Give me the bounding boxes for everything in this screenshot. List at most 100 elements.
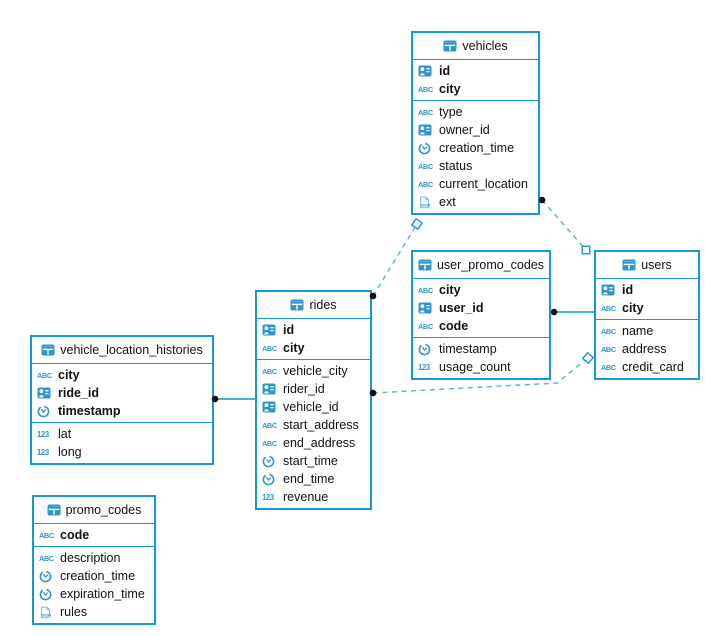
table-header[interactable]: vehicle_location_histories <box>32 337 212 364</box>
person-card-icon <box>418 124 436 136</box>
column-name: long <box>58 445 82 459</box>
column-name: current_location <box>439 177 528 191</box>
column-row[interactable]: expiration_time <box>34 585 154 603</box>
column-row[interactable]: ABC city <box>413 281 549 299</box>
abc-icon: ABC <box>262 343 280 353</box>
json-icon: JSON <box>418 196 436 209</box>
column-name: city <box>439 283 461 297</box>
svg-text:JSON: JSON <box>41 612 51 617</box>
column-name: creation_time <box>60 569 136 583</box>
column-row[interactable]: user_id <box>413 299 549 317</box>
abc-icon: ABC <box>262 366 280 376</box>
column-name: city <box>439 82 461 96</box>
svg-text:ABC: ABC <box>418 162 434 171</box>
table-icon <box>443 40 457 52</box>
person-card-icon <box>418 65 436 77</box>
table-header[interactable]: users <box>596 252 698 279</box>
relationship-target-marker <box>581 245 591 255</box>
column-name: type <box>439 105 463 119</box>
abc-icon: ABC <box>601 303 619 313</box>
column-row[interactable]: owner_id <box>413 121 538 139</box>
abc-icon: ABC <box>601 326 619 336</box>
column-row[interactable]: timestamp <box>32 402 212 420</box>
svg-text:ABC: ABC <box>39 554 55 563</box>
column-row[interactable]: ride_id <box>32 384 212 402</box>
column-name: code <box>439 319 469 333</box>
column-row[interactable]: timestamp <box>413 340 549 358</box>
column-name: ride_id <box>58 386 99 400</box>
column-row[interactable]: id <box>257 321 370 339</box>
column-row[interactable]: ABC code <box>413 317 549 335</box>
column-row[interactable]: creation_time <box>34 567 154 585</box>
table-title: users <box>641 258 672 272</box>
table-title: vehicle_location_histories <box>60 343 203 357</box>
table-icon <box>41 344 55 356</box>
123-icon: 123 <box>37 447 55 457</box>
clock-icon <box>39 570 57 583</box>
column-row[interactable]: end_time <box>257 470 370 488</box>
table-header[interactable]: rides <box>257 292 370 319</box>
relationship-target-marker <box>410 217 424 231</box>
column-name: id <box>622 283 634 297</box>
table-header[interactable]: vehicles <box>413 33 538 60</box>
clock-icon <box>418 142 436 155</box>
column-row[interactable]: id <box>413 62 538 80</box>
table-icon <box>622 259 636 271</box>
column-row[interactable]: start_time <box>257 452 370 470</box>
column-row[interactable]: rider_id <box>257 380 370 398</box>
svg-text:JSON: JSON <box>420 202 430 207</box>
column-name: vehicle_id <box>283 400 339 414</box>
column-row[interactable]: vehicle_id <box>257 398 370 416</box>
abc-icon: ABC <box>39 530 57 540</box>
column-name: end_address <box>283 436 356 450</box>
svg-text:ABC: ABC <box>37 371 53 380</box>
abc-icon: ABC <box>39 553 57 563</box>
column-name: credit_card <box>622 360 684 374</box>
column-row[interactable]: id <box>596 281 698 299</box>
123-icon: 123 <box>418 362 436 372</box>
svg-text:ABC: ABC <box>418 322 434 331</box>
svg-text:ABC: ABC <box>262 439 278 448</box>
svg-text:ABC: ABC <box>418 286 434 295</box>
column-row[interactable]: creation_time <box>413 139 538 157</box>
abc-icon: ABC <box>418 179 436 189</box>
abc-icon: ABC <box>418 84 436 94</box>
column-row[interactable]: ABC end_address <box>257 434 370 452</box>
column-name: usage_count <box>439 360 511 374</box>
table-header[interactable]: user_promo_codes <box>413 252 549 279</box>
table-header[interactable]: promo_codes <box>34 497 154 524</box>
column-name: timestamp <box>439 342 497 356</box>
relationship-vehicles-to-users[interactable] <box>541 199 588 252</box>
